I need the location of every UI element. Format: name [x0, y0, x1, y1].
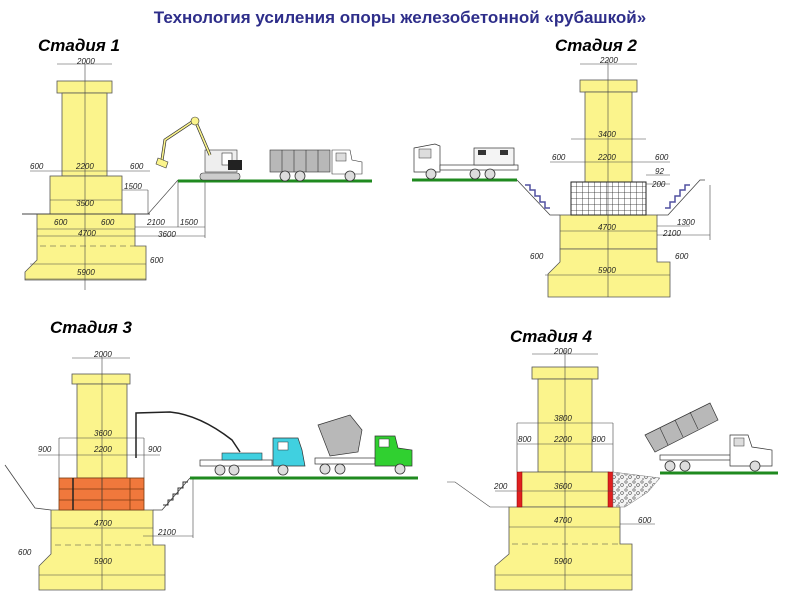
dim-top: 2200	[599, 56, 618, 65]
dim-h1: 1500	[124, 182, 142, 191]
dim-1500: 1500	[180, 218, 198, 227]
concrete-pump-truck-icon	[199, 437, 306, 476]
dim-col-left: 600	[30, 162, 44, 171]
dim-span: 3800	[554, 414, 572, 423]
pier-collar	[559, 214, 658, 250]
stage-3-label: Стадия 3	[50, 318, 132, 337]
dimension-labels: 2200 3400 600 2200 600 92 200 1300 4700 …	[530, 56, 695, 275]
dim-col-left: 600	[552, 153, 566, 162]
pier-foundation	[547, 248, 671, 298]
dim-base1: 4700	[598, 223, 616, 232]
dim-base1: 4700	[554, 516, 572, 525]
dump-truck-tipping-icon	[644, 402, 773, 472]
backfill-gravel	[612, 471, 661, 508]
dim-step: 600	[150, 256, 164, 265]
dim-2100: 2100	[157, 528, 176, 537]
dim-left: 900	[38, 445, 52, 454]
pier-cap	[56, 80, 113, 94]
dim-top: 2000	[93, 350, 112, 359]
excavator-icon	[155, 116, 242, 181]
stage-2-label: Стадия 2	[555, 36, 637, 55]
pier-cap	[579, 79, 638, 93]
stage-4-diagram: 2000 3800 800 2200 800 200 3600 4700 600…	[447, 347, 778, 591]
dimension-labels: 2000 3600 900 2200 900 4700 2100 600 590…	[18, 350, 176, 566]
dim-span: 3400	[598, 130, 616, 139]
dim-left: 800	[518, 435, 532, 444]
dim-right: 900	[148, 445, 162, 454]
dim-base2: 5900	[554, 557, 572, 566]
jacket-formwork	[58, 477, 145, 511]
stage-1-label: Стадия 1	[38, 36, 120, 55]
dim-step-left: 600	[530, 252, 544, 261]
flatbed-truck-icon	[413, 143, 519, 180]
stage-3-diagram: 2000 3600 900 2200 900 4700 2100 600 590…	[4, 350, 418, 591]
dim-top: 2000	[76, 57, 95, 66]
dim-2100: 2100	[662, 229, 681, 238]
dim-col-right: 600	[130, 162, 144, 171]
dim-step: 600	[638, 516, 652, 525]
dim-left2: 600	[54, 218, 68, 227]
dim-right: 800	[592, 435, 606, 444]
dim-base2: 5900	[77, 268, 95, 277]
dim-step-right: 600	[675, 252, 689, 261]
stage-4-label: Стадия 4	[510, 327, 592, 346]
pier-collar	[49, 175, 123, 215]
dim-col: 2200	[93, 445, 112, 454]
dimension-labels: 2000 3800 800 2200 800 200 3600 4700 600…	[493, 347, 652, 566]
concrete-mixer-truck-icon	[314, 414, 413, 475]
pier-foundation	[494, 506, 633, 591]
stage-1-diagram: 2000 600 2200 600 1500 3500 600 600 2100…	[22, 57, 372, 290]
dim-base1: 4700	[78, 229, 96, 238]
jacket-right	[607, 471, 614, 508]
dim-base1: 4700	[94, 519, 112, 528]
dim-mid: 3500	[76, 199, 94, 208]
dim-2100: 2100	[146, 218, 165, 227]
dim-mid: 3600	[554, 482, 572, 491]
stage-2-diagram: 2200 3400 600 2200 600 92 200 1300 4700 …	[412, 56, 711, 298]
dim-92: 92	[655, 167, 664, 176]
dim-span: 3600	[94, 429, 112, 438]
dim-col: 2200	[553, 435, 572, 444]
dim-base2: 5900	[598, 266, 616, 275]
dim-right2: 600	[101, 218, 115, 227]
dim-3600: 3600	[158, 230, 176, 239]
page-title: Технология усиления опоры железобетонной…	[153, 8, 647, 27]
dim-col: 2200	[597, 153, 616, 162]
dim-step: 600	[18, 548, 32, 557]
dim-200: 200	[493, 482, 508, 491]
pier-column	[584, 91, 633, 183]
rebar-cage	[570, 181, 647, 216]
dump-truck-icon	[269, 149, 363, 182]
pier	[547, 79, 671, 298]
dim-1300: 1300	[677, 218, 695, 227]
dim-col: 2200	[75, 162, 94, 171]
jacket-left	[516, 471, 523, 508]
pier	[24, 80, 147, 281]
dim-base2: 5900	[94, 557, 112, 566]
pier-cap	[71, 373, 131, 385]
dim-top: 2000	[553, 347, 572, 356]
excavation-slopes	[516, 179, 705, 216]
dim-200: 200	[651, 180, 666, 189]
dimension-labels: 2000 600 2200 600 1500 3500 600 600 2100…	[30, 57, 198, 277]
dim-col-right: 600	[655, 153, 669, 162]
excavation-slopes	[4, 464, 191, 511]
